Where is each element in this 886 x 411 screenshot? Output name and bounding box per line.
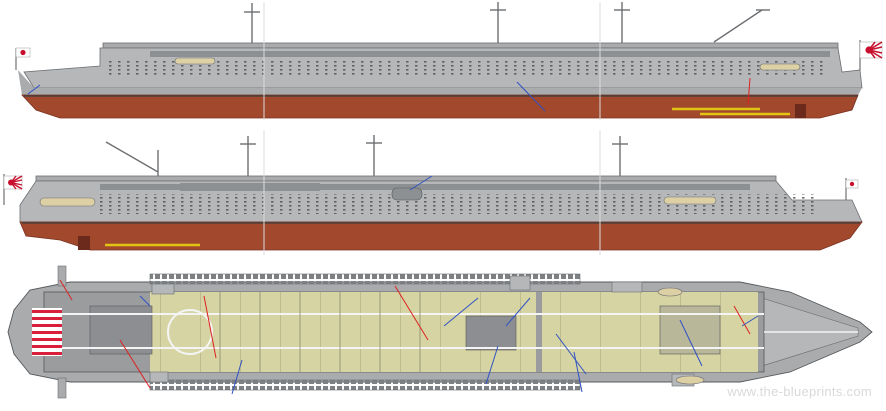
masts <box>105 135 628 177</box>
arresting-wires <box>219 292 421 372</box>
watermark-text: www.the-blueprints.com <box>727 384 872 399</box>
flag-icon <box>15 47 31 70</box>
flight-deck-edge <box>102 42 839 49</box>
stern-overhang <box>57 265 67 287</box>
rising-sun-flag-icon <box>859 40 883 70</box>
port-profile-view <box>3 130 863 255</box>
hull-upper <box>18 70 862 95</box>
ship-boat <box>663 196 717 205</box>
gun-sponsons <box>149 275 705 387</box>
porthole-rows <box>100 194 820 214</box>
annotation-lines <box>409 175 433 191</box>
starboard-profile-view <box>15 2 883 120</box>
rising-sun-flag-icon <box>3 174 23 205</box>
ship-boat <box>174 57 216 65</box>
stern-overhang <box>57 377 67 399</box>
masts <box>244 2 770 44</box>
annotation-lines <box>27 77 751 112</box>
deck-stripes <box>40 313 764 349</box>
stack-tank <box>391 187 423 201</box>
mid-elevator <box>465 315 517 351</box>
catwalk-port <box>149 273 581 285</box>
barrier-strip <box>536 292 542 372</box>
ship-boat <box>759 63 801 71</box>
aft-deck-stripes <box>32 308 62 356</box>
rudder <box>795 104 806 118</box>
gallery-openings <box>100 184 750 190</box>
porthole-rows <box>108 60 828 76</box>
flag-icon <box>845 178 859 200</box>
hull-bottom-red <box>21 94 859 119</box>
flight-deck-edge <box>35 175 777 182</box>
hull-bottom-red <box>19 221 863 251</box>
gallery-openings <box>150 51 830 57</box>
hangar-vents <box>180 183 320 191</box>
propeller-shafts <box>672 107 790 116</box>
ship-boat <box>39 197 96 207</box>
landing-circle <box>167 309 213 355</box>
flight-deck-plan-view <box>7 265 873 399</box>
rudder <box>78 236 90 250</box>
annotation-lines <box>59 279 759 395</box>
catwalk-starboard <box>149 379 581 391</box>
